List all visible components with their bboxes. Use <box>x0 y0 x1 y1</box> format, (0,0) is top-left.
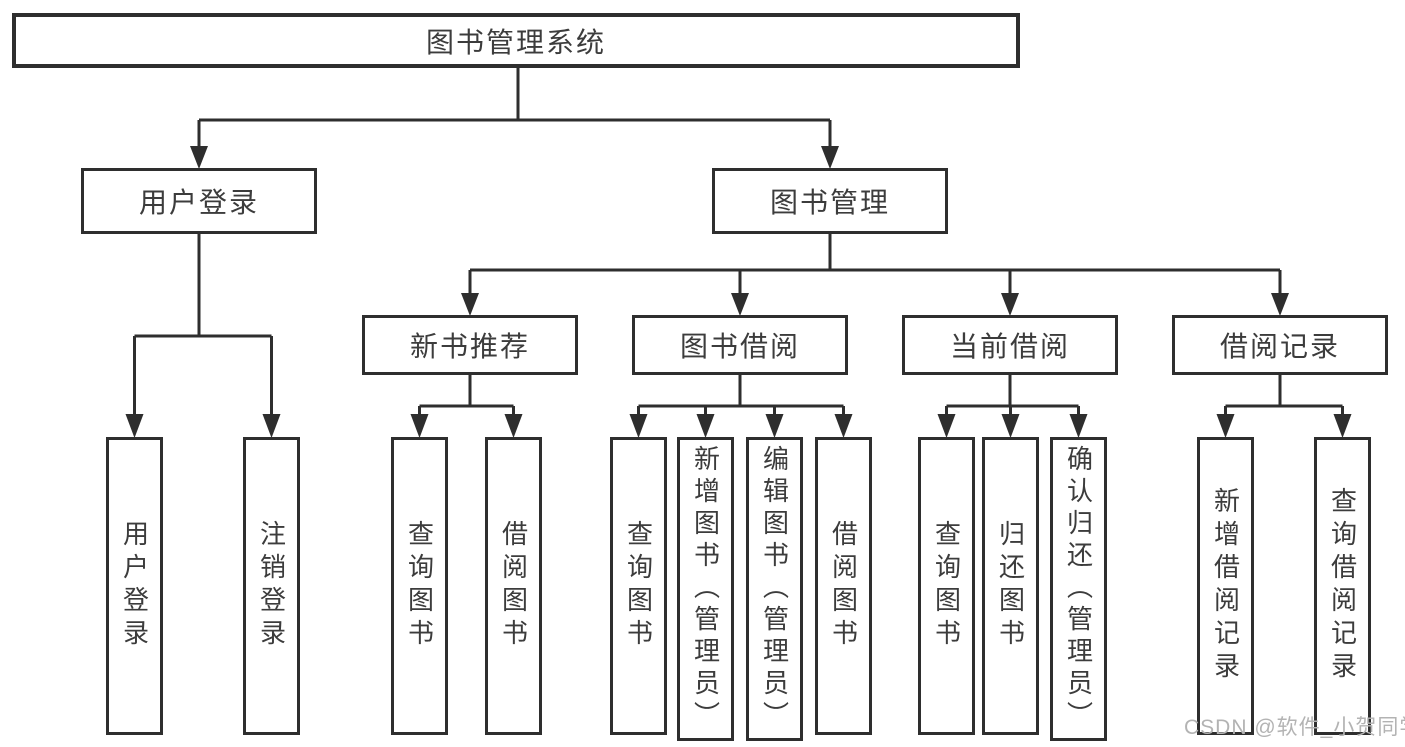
leaf-borrow-books-borrowing: 借阅图书 <box>815 437 872 735</box>
leaf-confirm-return-admin: 确认归还（管理员） <box>1050 437 1107 741</box>
csdn-watermark: CSDN @软件_小贺同学 <box>1184 716 1405 739</box>
node-borrowing-records: 借阅记录 <box>1172 315 1388 375</box>
leaf-return-books: 归还图书 <box>982 437 1039 735</box>
leaf-query-borrow-record: 查询借阅记录 <box>1314 437 1371 735</box>
leaf-add-borrow-record: 新增借阅记录 <box>1197 437 1254 735</box>
leaf-query-books-recommend: 查询图书 <box>391 437 448 735</box>
node-book-borrowing: 图书借阅 <box>632 315 848 375</box>
node-library-management-system: 图书管理系统 <box>12 13 1020 68</box>
leaf-add-books-admin: 新增图书（管理员） <box>677 437 734 741</box>
node-new-book-recommendation: 新书推荐 <box>362 315 578 375</box>
node-user-login: 用户登录 <box>81 168 317 234</box>
node-book-management: 图书管理 <box>712 168 948 234</box>
leaf-user-login: 用户登录 <box>106 437 163 735</box>
leaf-edit-books-admin: 编辑图书（管理员） <box>746 437 803 741</box>
leaf-borrow-books-recommend: 借阅图书 <box>485 437 542 735</box>
node-current-borrowing: 当前借阅 <box>902 315 1118 375</box>
leaf-query-books-current: 查询图书 <box>918 437 975 735</box>
leaf-logout: 注销登录 <box>243 437 300 735</box>
leaf-query-books-borrowing: 查询图书 <box>610 437 667 735</box>
